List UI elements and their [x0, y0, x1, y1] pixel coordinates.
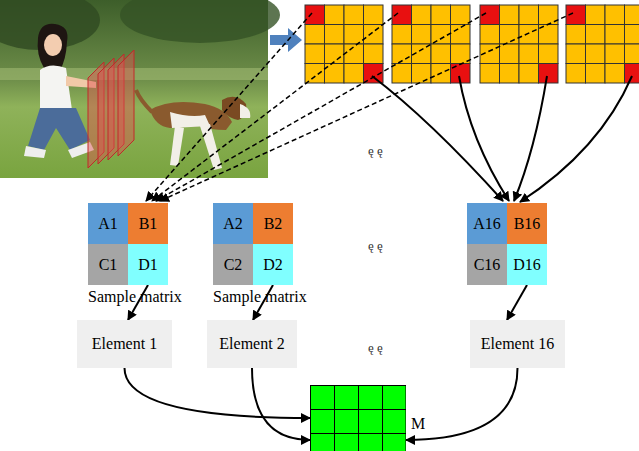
grid-cell	[625, 5, 639, 25]
grid-cell	[431, 5, 451, 25]
node-text: B16	[514, 215, 541, 233]
matrix-cell: B2	[253, 203, 293, 244]
node-text: D16	[513, 256, 541, 274]
grid-cell	[305, 5, 325, 25]
matrix-cell: C2	[213, 244, 253, 285]
node-text: Element 1	[92, 335, 157, 353]
node-text: A16	[473, 215, 501, 233]
grid-cell	[412, 5, 432, 25]
grid-cell	[586, 64, 606, 84]
grid-cell	[305, 44, 325, 64]
grid-cell	[586, 44, 606, 64]
grid-cell	[412, 25, 432, 45]
block-arrow	[270, 28, 302, 52]
grid-cell	[344, 5, 364, 25]
element-box: Element 2	[207, 320, 297, 368]
grid-cell	[364, 44, 384, 64]
grid-cell	[605, 64, 625, 84]
grid-cell	[325, 25, 345, 45]
grid-cell	[364, 25, 384, 45]
grid-cell	[605, 5, 625, 25]
node-text: Element 16	[481, 335, 554, 353]
feature-grids	[305, 5, 639, 83]
element-box: Element 1	[77, 320, 172, 368]
element-box: Element 16	[470, 320, 565, 368]
grid-cell	[586, 5, 606, 25]
grid-cell	[325, 5, 345, 25]
grid-cell	[344, 64, 364, 84]
grid-cell	[625, 25, 639, 45]
node-text: B2	[264, 215, 283, 233]
grid-cell	[305, 64, 325, 84]
grid-cell	[451, 25, 471, 45]
grid-cell	[500, 64, 520, 84]
connector	[507, 285, 527, 320]
matrix-cell: C1	[88, 244, 128, 285]
matrix-label: M	[411, 415, 425, 433]
grid-cell	[325, 44, 345, 64]
grid-cell	[480, 64, 500, 84]
node-text: C1	[99, 256, 118, 274]
connector	[252, 368, 310, 440]
matrix-cell: A1	[88, 203, 128, 244]
matrix-cell: D16	[507, 244, 547, 285]
node-text: C16	[474, 256, 501, 274]
grid-cell	[344, 44, 364, 64]
grid-cell	[431, 44, 451, 64]
grid-cell	[566, 25, 586, 45]
grid-cell	[605, 25, 625, 45]
node-text: C2	[224, 256, 243, 274]
grid-cell	[586, 25, 606, 45]
node-text: Element 2	[219, 335, 284, 353]
grid-cell	[480, 25, 500, 45]
connector	[406, 368, 518, 440]
grid-cell	[605, 44, 625, 64]
node-text: A1	[98, 215, 118, 233]
grid-cell	[500, 5, 520, 25]
result-matrix: M	[310, 385, 406, 451]
connector	[125, 368, 311, 418]
grid-cell	[344, 25, 364, 45]
grid-cell	[519, 25, 539, 45]
node-text: D2	[263, 256, 283, 274]
grid-cell	[519, 44, 539, 64]
grid-cell	[451, 5, 471, 25]
grid-cell	[500, 44, 520, 64]
ellipsis: ę ę	[368, 238, 383, 254]
grid-lines	[310, 385, 406, 451]
grid-cell	[566, 44, 586, 64]
ellipsis: ę ę	[368, 143, 383, 159]
grid-cell	[519, 5, 539, 25]
matrix-cell: B1	[128, 203, 168, 244]
caption-label: Sample matrix	[88, 288, 182, 306]
matrix-cell: B16	[507, 203, 547, 244]
curved-arrows	[372, 76, 632, 202]
matrix-cell: D1	[128, 244, 168, 285]
grid-cell	[519, 64, 539, 84]
grid-cell	[566, 64, 586, 84]
grid-cell	[392, 25, 412, 45]
grid-cell	[412, 64, 432, 84]
node-text: D1	[138, 256, 158, 274]
caption-label: Sample matrix	[213, 288, 307, 306]
grid-cell	[364, 5, 384, 25]
node-text: B1	[139, 215, 158, 233]
grid-cell	[305, 25, 325, 45]
grid-cell	[625, 64, 639, 84]
grid-cell	[500, 25, 520, 45]
photo	[0, 0, 280, 178]
grid-cell	[392, 64, 412, 84]
dashed-arrows	[146, 13, 573, 201]
node-text: A2	[223, 215, 243, 233]
matrix-cell: C16	[467, 244, 507, 285]
matrix-cell: A2	[213, 203, 253, 244]
matrix-cell: D2	[253, 244, 293, 285]
grid-cell	[625, 44, 639, 64]
grid-cell	[539, 64, 559, 84]
matrix-cell: A16	[467, 203, 507, 244]
ellipsis: ę ę	[368, 340, 383, 356]
grid-cell	[539, 44, 559, 64]
